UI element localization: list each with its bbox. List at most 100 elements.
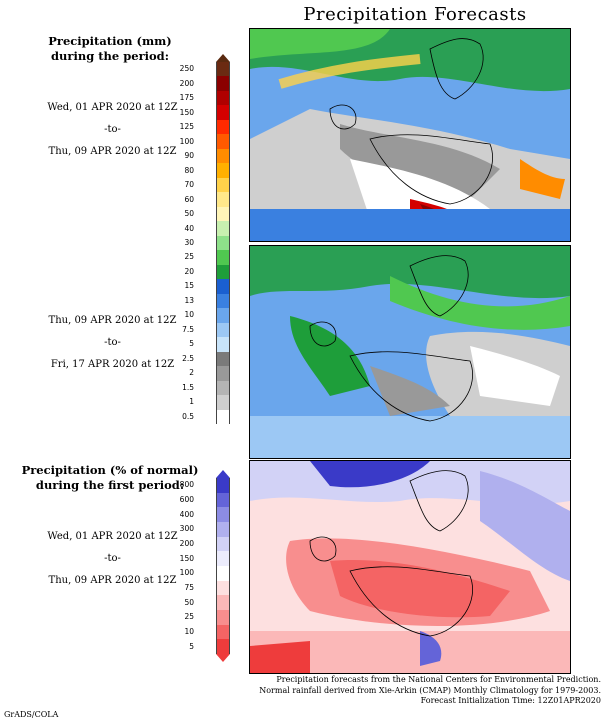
precip-scale-arrow-top bbox=[216, 54, 230, 62]
precip-map-period-2 bbox=[249, 245, 571, 459]
pct-scale-label: 600 bbox=[179, 495, 194, 504]
pct-scale-swatch bbox=[216, 624, 230, 640]
pct-scale-swatch bbox=[216, 610, 230, 625]
precip-map-period-1 bbox=[249, 28, 571, 242]
precip-heading-line1: Precipitation (mm) bbox=[48, 34, 172, 48]
period-3-sep: -to- bbox=[104, 553, 121, 564]
precip-scale-swatch bbox=[216, 395, 230, 410]
precip-scale-label: 13 bbox=[184, 295, 194, 305]
precip-scale-swatch bbox=[216, 380, 230, 396]
precip-scale-label: 175 bbox=[179, 93, 194, 103]
precip-heading-line2: during the period: bbox=[51, 49, 169, 63]
pct-scale-arrow-top bbox=[216, 470, 230, 478]
precip-scale-label: 70 bbox=[184, 180, 194, 190]
precip-scale-swatch bbox=[216, 62, 230, 77]
period-2-end: Fri, 17 APR 2020 at 12Z bbox=[50, 359, 175, 370]
pct-heading: Precipitation (% of normal) during the f… bbox=[0, 463, 220, 493]
pct-scale-swatch bbox=[216, 536, 230, 552]
period-2-start: Thu, 09 APR 2020 at 12Z bbox=[48, 315, 177, 326]
pct-scale-label: 400 bbox=[179, 509, 194, 519]
period-1-end: Thu, 09 APR 2020 at 12Z bbox=[48, 146, 177, 157]
precip-scale-label: 7.5 bbox=[182, 324, 194, 334]
pct-scale-label: 25 bbox=[184, 612, 194, 622]
period-2-sep: -to- bbox=[104, 337, 121, 348]
pct-scale-label: 50 bbox=[184, 597, 194, 607]
pct-heading-line2: during the first period: bbox=[35, 478, 185, 492]
precip-scale-label: 5 bbox=[189, 339, 194, 349]
pct-scale-swatch bbox=[216, 492, 230, 508]
precip-heading: Precipitation (mm) during the period: bbox=[0, 34, 220, 64]
precip-scale-label: 15 bbox=[184, 281, 194, 291]
footer: Precipitation forecasts from the Nationa… bbox=[259, 675, 601, 707]
precip-scale-swatch bbox=[216, 192, 230, 207]
period-3-start: Wed, 01 APR 2020 at 12Z bbox=[47, 531, 178, 542]
precip-scale-label: 125 bbox=[179, 122, 194, 132]
precip-scale-label: 80 bbox=[184, 165, 194, 175]
precip-scale-swatch bbox=[216, 163, 230, 178]
precip-scale-label: 1 bbox=[189, 397, 194, 407]
pct-scale-label: 10 bbox=[184, 627, 194, 636]
precip-scale-label: 100 bbox=[179, 136, 194, 146]
precip-scale-swatch bbox=[216, 308, 230, 323]
precip-scale-arrow-bottom bbox=[216, 424, 230, 432]
precip-scale-label: 1.5 bbox=[182, 382, 194, 392]
precip-scale-swatch bbox=[216, 177, 230, 193]
precip-scale-swatch bbox=[216, 366, 230, 381]
pct-normal-map bbox=[249, 460, 571, 674]
pct-scale-label: 75 bbox=[184, 583, 194, 592]
precip-scale-swatch bbox=[216, 134, 230, 149]
precip-scale-swatch bbox=[216, 250, 230, 265]
footer-line-2: Normal rainfall derived from Xie-Arkin (… bbox=[259, 685, 601, 695]
precip-scale-label: 20 bbox=[184, 266, 194, 276]
precip-scale-swatch bbox=[216, 409, 230, 424]
precip-scale-swatch bbox=[216, 105, 230, 120]
precip-scale-label: 25 bbox=[184, 252, 194, 262]
footer-line-3: Forecast Initialization Time: 12Z01APR20… bbox=[420, 696, 601, 705]
pct-scale-swatch bbox=[216, 639, 230, 654]
precip-scale-label: 2.5 bbox=[182, 353, 194, 363]
pct-scale-arrow-bottom bbox=[216, 654, 230, 662]
precip-scale-label: 250 bbox=[179, 64, 194, 74]
precip-scale-swatch bbox=[216, 279, 230, 294]
precip-scale-swatch bbox=[216, 148, 230, 164]
pct-scale-swatch bbox=[216, 580, 230, 596]
period-1-sep: -to- bbox=[104, 124, 121, 135]
precip-scale-swatch bbox=[216, 90, 230, 106]
period-1-start: Wed, 01 APR 2020 at 12Z bbox=[47, 102, 178, 113]
pct-scale-label: 300 bbox=[179, 524, 194, 534]
precip-scale-label: 60 bbox=[184, 194, 194, 204]
precip-scale-swatch bbox=[216, 322, 230, 338]
precip-scale-label: 30 bbox=[184, 238, 194, 247]
precip-scale-swatch bbox=[216, 119, 230, 135]
pct-scale-label: 800 bbox=[179, 480, 194, 490]
precip-scale-label: 90 bbox=[184, 151, 194, 161]
precip-scale-swatch bbox=[216, 206, 230, 222]
precip-scale-label: 10 bbox=[184, 310, 194, 320]
grads-credit: GrADS/COLA bbox=[4, 710, 59, 719]
pct-scale-label: 200 bbox=[179, 539, 194, 548]
period-1: Wed, 01 APR 2020 at 12Z -to- Thu, 09 APR… bbox=[0, 97, 225, 163]
precip-scale-label: 50 bbox=[184, 209, 194, 219]
precip-scale-label: 2 bbox=[189, 368, 194, 378]
precip-scale-label: 40 bbox=[184, 223, 194, 233]
footer-line-1: Precipitation forecasts from the Nationa… bbox=[276, 675, 601, 684]
page-title: Precipitation Forecasts bbox=[303, 4, 527, 25]
period-3: Wed, 01 APR 2020 at 12Z -to- Thu, 09 APR… bbox=[0, 526, 225, 592]
period-2: Thu, 09 APR 2020 at 12Z -to- Fri, 17 APR… bbox=[0, 310, 225, 376]
pct-scale-swatch bbox=[216, 522, 230, 537]
precip-scale-swatch bbox=[216, 235, 230, 251]
pct-scale-swatch bbox=[216, 595, 230, 610]
precip-scale-label: 0.5 bbox=[182, 411, 194, 421]
pct-scale-label: 100 bbox=[179, 568, 194, 578]
precip-scale-swatch bbox=[216, 337, 230, 352]
pct-scale-label: 150 bbox=[179, 553, 194, 563]
pct-scale-swatch bbox=[216, 566, 230, 581]
pct-scale-label: 5 bbox=[189, 641, 194, 651]
pct-heading-line1: Precipitation (% of normal) bbox=[21, 463, 199, 477]
pct-scale-swatch bbox=[216, 478, 230, 493]
precip-scale-swatch bbox=[216, 76, 230, 91]
precip-scale-swatch bbox=[216, 293, 230, 309]
precip-scale-label: 150 bbox=[179, 107, 194, 117]
pct-scale-swatch bbox=[216, 507, 230, 522]
period-3-end: Thu, 09 APR 2020 at 12Z bbox=[48, 575, 177, 586]
